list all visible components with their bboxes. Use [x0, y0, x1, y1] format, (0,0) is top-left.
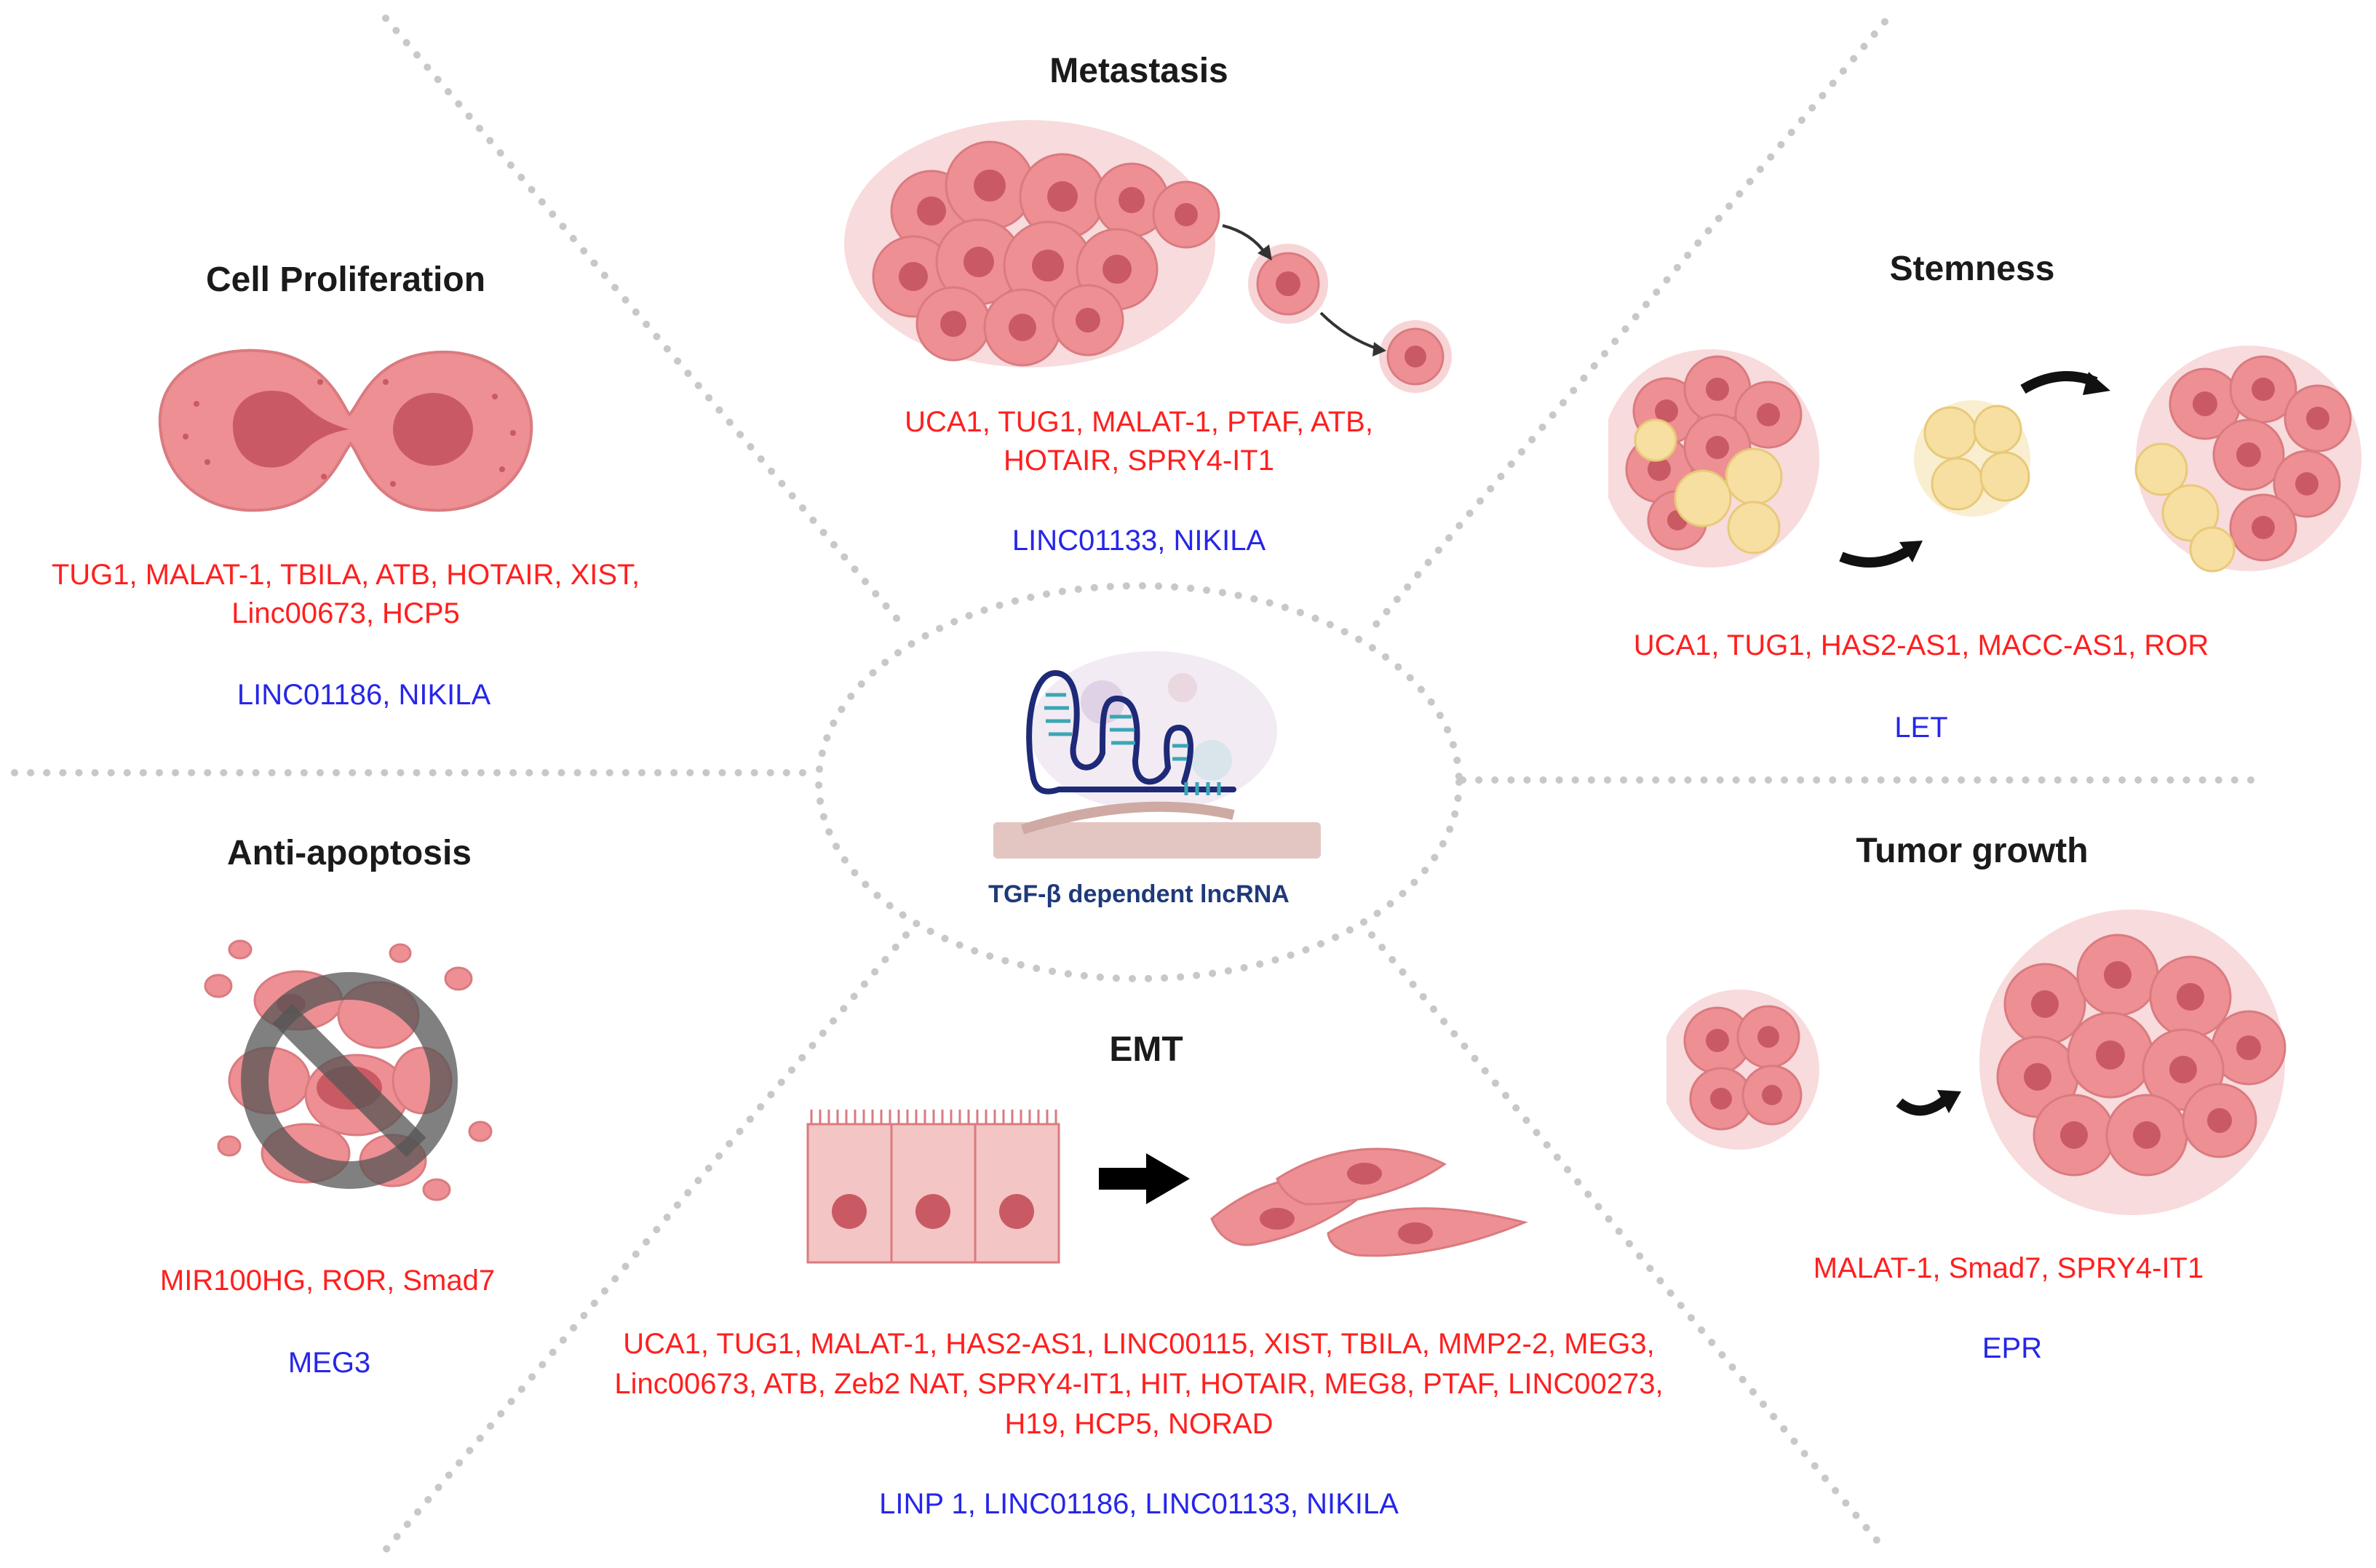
- tumor-growth-title: Tumor growth: [1856, 832, 2089, 870]
- emt-cells-icon: [806, 1110, 1528, 1264]
- metastasis-title: Metastasis: [1049, 52, 1228, 90]
- emt-red-line: H19, HCP5, NORAD: [1004, 1408, 1274, 1440]
- anti-apoptosis-blue-line: MEG3: [287, 1347, 371, 1379]
- metastasis-red-line: UCA1, TUG1, MALAT-1, PTAF, ATB,: [905, 406, 1373, 438]
- cell-proliferation-title: Cell Proliferation: [205, 260, 486, 299]
- metastasis-tumor-icon: [844, 120, 1452, 393]
- center-ellipse: [815, 582, 1463, 982]
- emt-red-line: UCA1, TUG1, MALAT-1, HAS2-AS1, LINC00115…: [623, 1328, 1655, 1360]
- stemness-blue-line: LET: [1894, 712, 1948, 744]
- emt-red-line: Linc00673, ATB, Zeb2 NAT, SPRY4-IT1, HIT…: [614, 1368, 1664, 1400]
- metastasis-red-line: HOTAIR, SPRY4-IT1: [1004, 445, 1274, 477]
- emt-title: EMT: [1109, 1030, 1183, 1069]
- metastasis-blue-line: LINC01133, NIKILA: [1012, 525, 1266, 557]
- anti-apoptosis-red-line: MIR100HG, ROR, Smad7: [159, 1265, 496, 1297]
- cell-proliferation-blue-line: LINC01186, NIKILA: [237, 679, 491, 711]
- tumor-growth-icon: [1666, 910, 2286, 1215]
- lncrna-hairpin-icon: [993, 651, 1321, 859]
- tumor-growth-blue-line: EPR: [1982, 1332, 2043, 1364]
- cell-proliferation-red-line: TUG1, MALAT-1, TBILA, ATB, HOTAIR, XIST,: [51, 559, 640, 591]
- stemness-title: Stemness: [1889, 250, 2055, 288]
- apoptosis-blocked-icon: [204, 939, 493, 1201]
- stemness-red-line: UCA1, TUG1, HAS2-AS1, MACC-AS1, ROR: [1633, 629, 2209, 661]
- center-label: TGF-β dependent lncRNA: [988, 880, 1290, 908]
- cell-proliferation-red-line: Linc00673, HCP5: [231, 597, 460, 629]
- tumor-growth-red-line: MALAT-1, Smad7, SPRY4-IT1: [1813, 1252, 2204, 1284]
- anti-apoptosis-title: Anti-apoptosis: [227, 834, 472, 872]
- emt-blue-line: LINP 1, LINC01186, LINC01133, NIKILA: [879, 1488, 1399, 1520]
- dividing-cell-icon: [158, 349, 533, 512]
- stemness-tumor-icon: [1608, 346, 2361, 573]
